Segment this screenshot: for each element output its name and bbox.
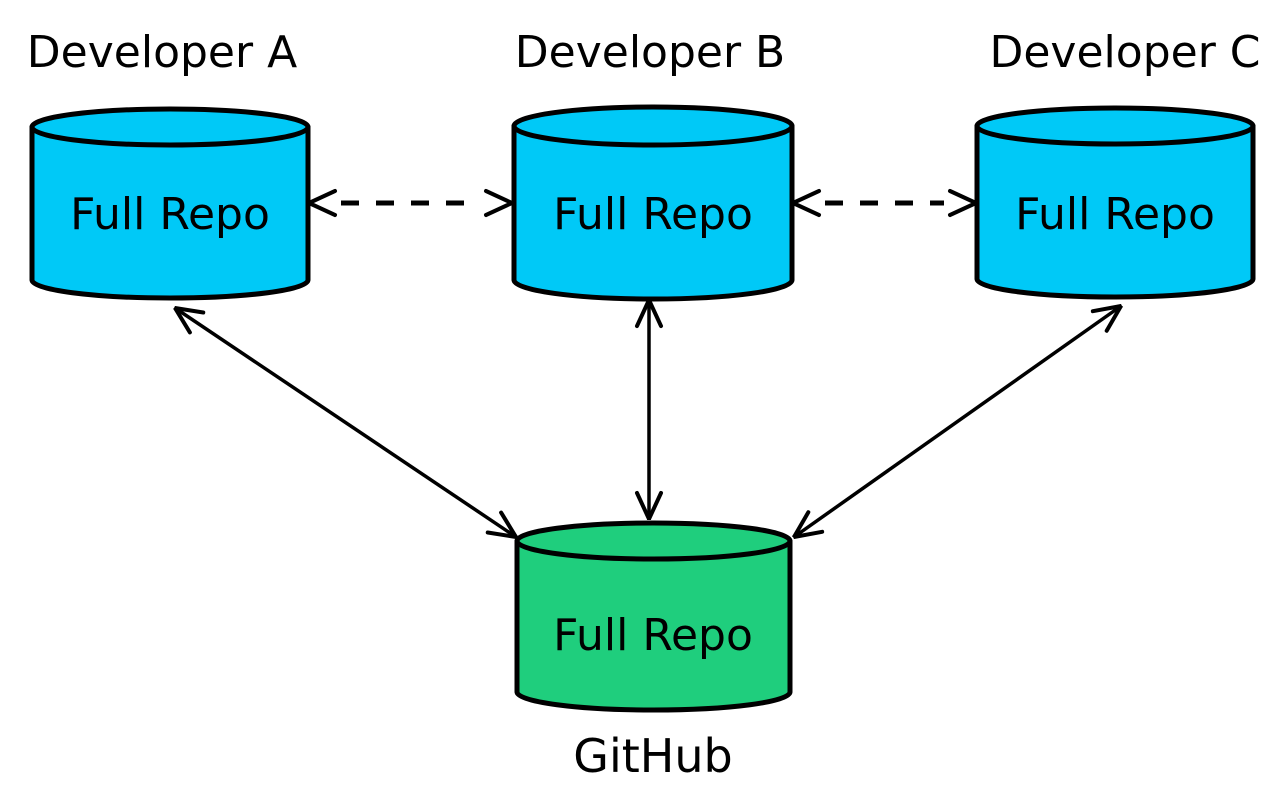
github-cylinder-top [514,520,793,562]
developer-a-repo-label: Full Repo [70,189,270,240]
developer-c-cylinder-body [977,126,1253,297]
developer-a-title: Developer A [27,27,297,78]
node-developer-b: Developer B Full Repo [511,27,795,302]
edge-developer-c-github [794,306,1121,537]
developer-c-title: Developer C [989,27,1260,78]
developer-c-cylinder-outline [974,123,1256,300]
github-repo-label: Full Repo [553,610,753,661]
node-developer-c: Developer C Full Repo [974,27,1261,300]
node-github: Full Repo GitHub [514,520,793,783]
developer-a-cylinder-body [32,127,308,298]
developer-b-cylinder-outline [511,123,795,302]
edge-developer-a-github [175,308,516,537]
node-developer-a: Developer A Full Repo [27,27,311,301]
solid-shaft [794,306,1121,537]
developer-a-cylinder-top [29,106,311,148]
github-title: GitHub [573,729,732,783]
developer-c-repo-label: Full Repo [1015,189,1215,240]
github-cylinder-body [517,541,790,710]
github-cylinder-outline [514,538,793,713]
solid-shaft [175,308,516,537]
developer-b-title: Developer B [515,27,785,78]
developer-b-repo-label: Full Repo [553,189,753,240]
developer-b-cylinder-body [514,126,792,299]
developer-b-cylinder-top [511,104,795,148]
developer-c-cylinder-top [974,105,1256,147]
developer-a-cylinder-outline [29,124,311,301]
